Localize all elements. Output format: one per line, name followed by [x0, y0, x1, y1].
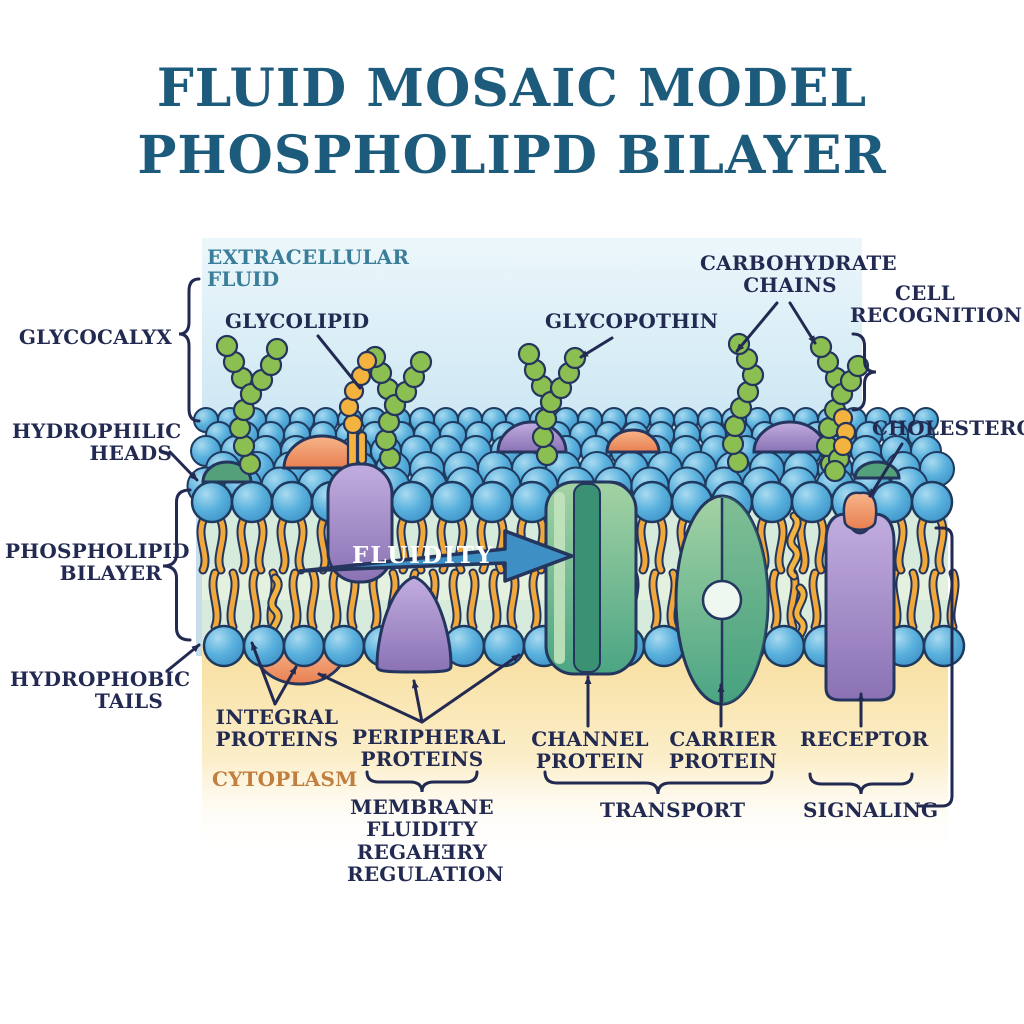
- glycolipid-anchor: [356, 430, 368, 466]
- carbohydrate-bead: [409, 350, 433, 374]
- glycocalyx-brace: [178, 277, 201, 423]
- pointer-arrow: [579, 336, 614, 359]
- pointer-arrow: [788, 301, 817, 345]
- green-surface-protein: [201, 460, 253, 484]
- label-hydrophilic-heads: HYDROPHILIC HEADS: [12, 419, 182, 466]
- title-line-1: FLUID MOSAIC MODEL: [156, 58, 868, 119]
- membrane-proteins: [326, 462, 896, 706]
- carbohydrate-bead: [726, 450, 750, 474]
- label-membrane-fluidity-regulation: MEMBRANE FLUIDITY REGAHƎRY REGULATION: [347, 795, 504, 887]
- glycolipid-bead: [356, 350, 378, 372]
- signaling-brace: [808, 772, 914, 795]
- carbohydrate-bead: [215, 334, 239, 358]
- pointer-arrow: [250, 641, 277, 706]
- label-transport: TRANSPORT: [600, 798, 746, 822]
- label-cholesterol: CHOLESTEROL: [872, 416, 1024, 440]
- bilayer-brace: [162, 488, 192, 642]
- background-regions: [196, 238, 948, 854]
- label-channel-protein: CHANNEL PROTEIN: [531, 727, 649, 774]
- annotations: [162, 277, 954, 808]
- cholesterol-ligand: [842, 491, 878, 531]
- pointer-arrow: [735, 301, 779, 353]
- label-signaling: SIGNALING: [803, 798, 939, 822]
- pointer-arrow: [420, 653, 521, 724]
- label-carbohydrate-chains: CARBOHYDRATE CHAINS: [700, 251, 897, 298]
- integral-protein-purple: [326, 462, 394, 584]
- carbohydrate-bead: [232, 434, 256, 458]
- carbohydrate-bead: [265, 337, 289, 361]
- label-phospholipid-bilayer: PHOSPHOLIPID BILAYER: [5, 539, 190, 586]
- carbohydrate-bead: [721, 432, 745, 456]
- label-extracellular-fluid: EXTRACELLULAR FLUID: [207, 245, 410, 292]
- label-glycolipid: GLYCOLIPID: [225, 309, 370, 333]
- orange-surface-protein: [605, 428, 661, 454]
- carbohydrate-bead: [374, 428, 398, 452]
- pointer-arrow: [317, 672, 424, 724]
- page-title: FLUID MOSAIC MODEL PHOSPHOLIPD BILAYER: [0, 56, 1024, 189]
- pointer-arrow: [165, 643, 201, 673]
- carbohydrate-bead: [228, 416, 252, 440]
- pointer-arrow: [168, 450, 199, 482]
- signaling-connector-line: [916, 526, 954, 808]
- carbohydrate-bead: [727, 332, 751, 356]
- label-carrier-protein: CARRIER PROTEIN: [668, 727, 778, 774]
- glycolipid-bead: [342, 413, 364, 435]
- transport-brace: [543, 770, 774, 795]
- label-peripheral-proteins: PERIPHERAL PROTEINS: [352, 725, 506, 772]
- label-cytoplasm: CYTOPLASM: [212, 767, 358, 791]
- label-glycocalyx: GLYCOCALYX: [18, 325, 172, 349]
- peripheral-protein: [375, 575, 453, 674]
- label-hydrophobic-tails: HYDROPHOBIC TAILS: [10, 667, 191, 714]
- pointer-arrow: [868, 442, 904, 498]
- carbohydrate-bead: [535, 443, 559, 467]
- carbohydrate-bead: [823, 459, 847, 483]
- carbohydrate-bead: [563, 346, 587, 370]
- pointer-arrow: [273, 665, 298, 706]
- pointer-arrow: [411, 679, 424, 724]
- receptor-protein: [824, 512, 896, 702]
- carbohydrate-bead: [517, 342, 541, 366]
- title-line-2: PHOSPHOLIPD BILAYER: [137, 124, 887, 186]
- fluidity-regulation-brace: [365, 770, 479, 793]
- label-cell-recognition: CELL RECOGNITION: [850, 281, 1023, 328]
- label-glycoprotein: GLYCOPOTHIN: [545, 309, 719, 333]
- carbohydrate-bead: [531, 425, 555, 449]
- cytoplasm-region: [202, 646, 948, 854]
- label-integral-proteins: INTEGRAL PROTEINS: [215, 705, 339, 752]
- label-receptor: RECEPTOR: [800, 727, 929, 751]
- label-fluidity-arrow-text: FLUIDITY: [352, 542, 495, 569]
- carbohydrate-chains: [215, 332, 870, 483]
- glycolipid-bead: [832, 435, 854, 457]
- pointer-line: [316, 334, 362, 390]
- carbohydrate-bead: [846, 354, 870, 378]
- cell-recognition-brace: [851, 332, 877, 412]
- carbohydrate-bead: [378, 446, 402, 470]
- fluidity-arrow: [298, 529, 574, 583]
